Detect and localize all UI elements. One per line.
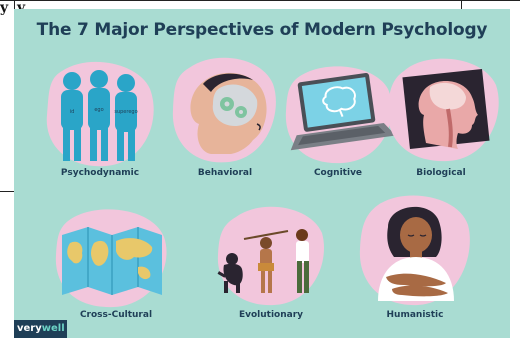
frame-line	[0, 191, 14, 192]
label-cross-cultural: Cross-Cultural	[79, 310, 153, 320]
verywell-logo: verywell	[14, 320, 67, 338]
figure-word: ego	[94, 107, 103, 113]
cross-cultural-illustration	[54, 203, 174, 311]
behavioral-illustration	[169, 54, 279, 166]
label-cognitive: Cognitive	[313, 168, 363, 178]
label-behavioral: Behavioral	[197, 168, 253, 178]
humanistic-illustration	[358, 191, 476, 309]
frame-line	[0, 0, 520, 1]
psychodynamic-illustration: id ego superego	[44, 59, 156, 169]
cognitive-illustration	[284, 59, 396, 167]
poster-title: The 7 Major Perspectives of Modern Psych…	[36, 20, 488, 40]
logo-text: very	[17, 323, 42, 334]
infographic-poster: The 7 Major Perspectives of Modern Psych…	[14, 9, 510, 338]
label-humanistic: Humanistic	[386, 310, 444, 320]
label-biological: Biological	[416, 168, 466, 178]
logo-text: well	[41, 323, 65, 334]
label-psychodynamic: Psychodynamic	[60, 168, 140, 178]
figure-word: superego	[114, 109, 137, 115]
biological-illustration	[386, 53, 502, 165]
label-evolutionary: Evolutionary	[238, 310, 304, 320]
frame-line	[461, 0, 462, 12]
figure-word: id	[70, 109, 75, 115]
evolutionary-illustration	[214, 201, 328, 309]
